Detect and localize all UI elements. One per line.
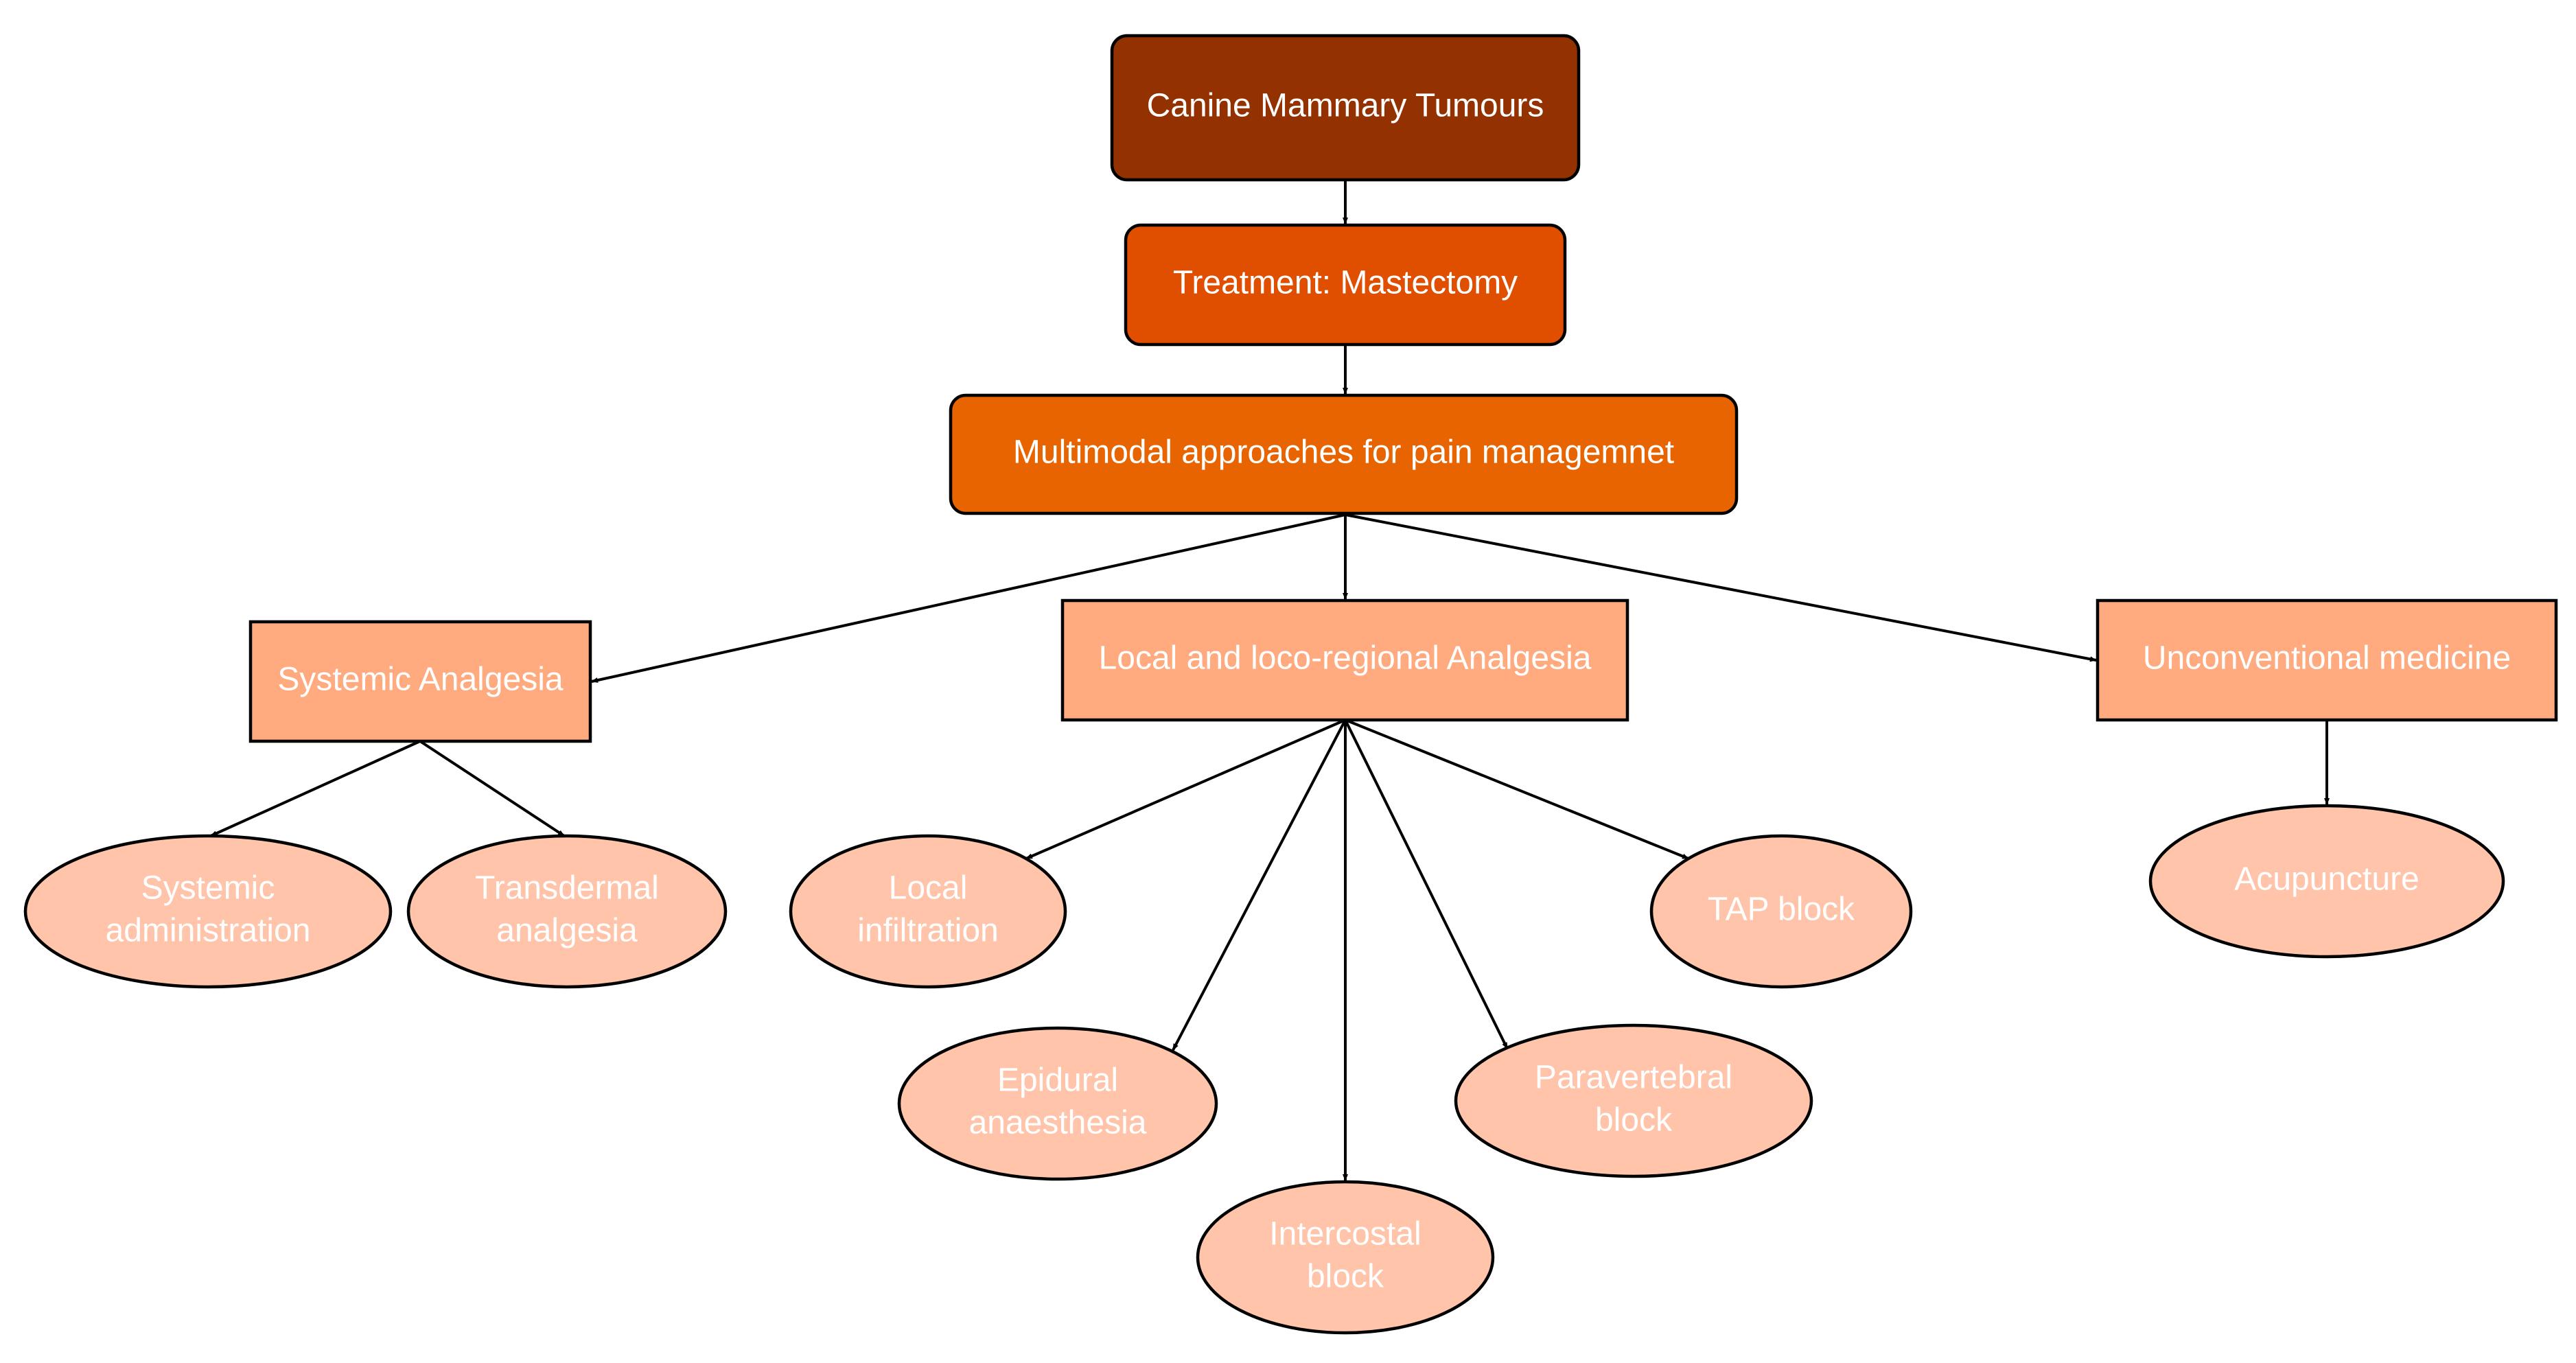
node-acupuncture: Acupuncture (2148, 804, 2505, 959)
arrow-systemic-to-systemic-admin (210, 740, 421, 837)
node-treatment-label: Treatment: Mastectomy (1173, 265, 1518, 301)
node-multimodal: Multimodal approaches for pain managemne… (949, 393, 1739, 515)
node-unconventional-shape (2096, 598, 2558, 722)
node-intercostal: Intercostal block (1196, 1180, 1495, 1335)
node-multimodal-label: Multimodal approaches for pain managemne… (1013, 434, 1674, 471)
node-epidural-label-line-1: Epidural (997, 1062, 1118, 1099)
node-systemic-label: Systemic Analgesia (277, 662, 564, 698)
arrow-local-to-tap (1345, 719, 1689, 860)
node-transdermal: Transdermal analgesia (406, 834, 728, 989)
node-local-shape (1060, 598, 1629, 722)
node-treatment-shape (1124, 223, 1567, 347)
node-acupuncture-label: Acupuncture (2234, 861, 2420, 898)
node-systemic-admin-label-line-2: administration (106, 913, 311, 949)
node-tap: TAP block (1649, 834, 1913, 989)
arrow-local-to-epidural (1172, 719, 1347, 1051)
node-paravertebral-label-line-2: block (1595, 1102, 1673, 1139)
node-systemic-shape (248, 620, 592, 743)
connector-arrows (210, 180, 2330, 1181)
node-transdermal-shape (406, 834, 728, 989)
node-transdermal-label-line-1: Transdermal (475, 870, 659, 907)
arrow-local-to-local-infiltration (1025, 719, 1346, 860)
node-local-label: Local and loco-regional Analgesia (1099, 640, 1592, 677)
node-systemic-admin-shape (23, 834, 393, 989)
node-acupuncture-shape (2148, 804, 2505, 959)
node-intercostal-shape (1196, 1180, 1495, 1335)
node-treatment: Treatment: Mastectomy (1124, 223, 1567, 347)
node-paravertebral-shape (1454, 1023, 1813, 1178)
node-tap-shape (1649, 834, 1913, 989)
node-local: Local and loco-regional Analgesia (1060, 598, 1629, 722)
node-local-infiltration: Local infiltration (789, 834, 1067, 989)
node-intercostal-label-line-1: Intercostal (1269, 1216, 1421, 1253)
node-systemic: Systemic Analgesia (248, 620, 592, 743)
node-local-infiltration-label-line-1: Local (889, 870, 968, 907)
node-tap-label: TAP block (1708, 892, 1855, 928)
node-multimodal-shape (949, 393, 1739, 515)
node-systemic-admin-label-line-1: Systemic (141, 870, 275, 907)
node-unconventional: Unconventional medicine (2096, 598, 2558, 722)
node-paravertebral-label-line-1: Paravertebral (1535, 1060, 1732, 1096)
node-root-shape (1110, 34, 1581, 182)
node-local-infiltration-shape (789, 834, 1067, 989)
node-unconventional-label: Unconventional medicine (2143, 640, 2511, 677)
node-intercostal-label-line-2: block (1307, 1259, 1384, 1295)
arrow-multimodal-to-systemic (591, 513, 1346, 683)
arrow-systemic-to-transdermal (419, 740, 566, 837)
node-root-label: Canine Mammary Tumours (1147, 88, 1544, 124)
node-local-infiltration-label-line-2: infiltration (857, 913, 998, 949)
node-epidural-label-line-2: anaesthesia (969, 1105, 1147, 1141)
node-systemic-admin: Systemic administration (23, 834, 393, 989)
node-paravertebral: Paravertebral block (1454, 1023, 1813, 1178)
node-epidural: Epidural anaesthesia (897, 1026, 1218, 1181)
node-transdermal-label-line-2: analgesia (496, 913, 638, 949)
arrow-local-to-paravertebral (1344, 719, 1509, 1049)
node-epidural-shape (897, 1026, 1218, 1181)
node-root: Canine Mammary Tumours (1110, 34, 1581, 182)
arrow-multimodal-to-unconventional (1345, 513, 2097, 662)
